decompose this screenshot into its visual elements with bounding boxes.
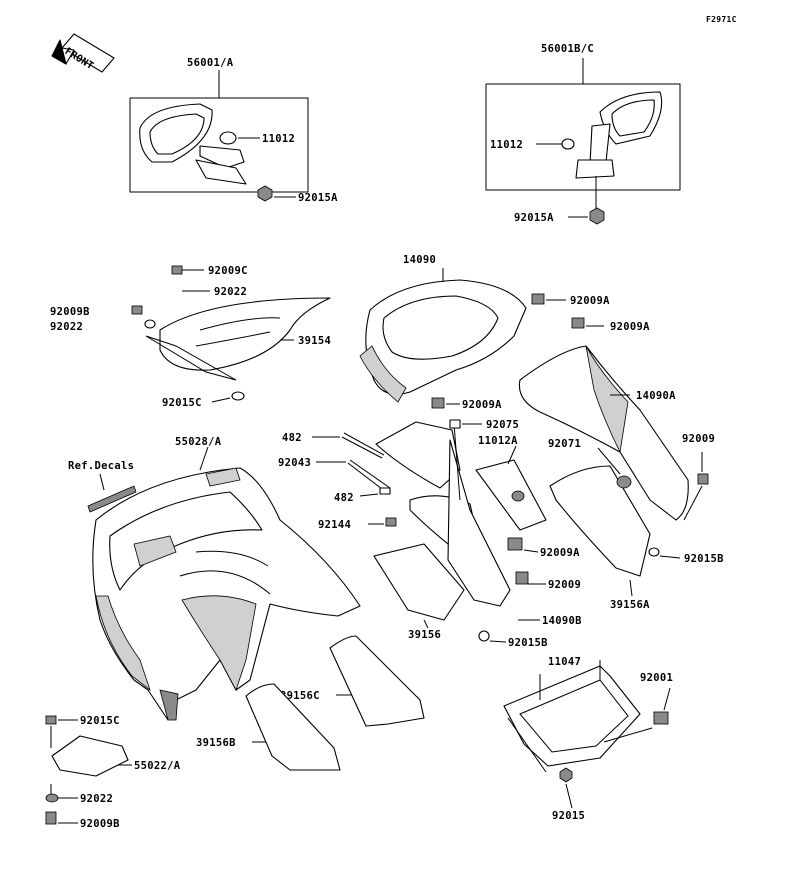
- clip-92071: [616, 475, 632, 489]
- screw-92009b-bot: [45, 811, 57, 825]
- label-92075: 92075: [486, 419, 519, 431]
- diagram-code: F2971C: [706, 15, 737, 24]
- screw-92009a-4: [507, 537, 523, 551]
- decal-strip: [87, 485, 137, 513]
- headlight-opening: [133, 535, 177, 567]
- side-panel-14090a: [518, 317, 689, 521]
- screw-92009-right: [697, 473, 709, 485]
- label-92009a-2: 92009A: [610, 321, 650, 333]
- spring-92144: [385, 517, 397, 527]
- pad-39156: [373, 543, 465, 621]
- label-92015a-right: 92015A: [514, 212, 554, 224]
- label-14090a: 14090A: [636, 390, 676, 402]
- label-92009a-3: 92009A: [462, 399, 502, 411]
- center-stay-group: [312, 397, 547, 643]
- screw-92009a-2: [571, 317, 585, 329]
- screw-92009c: [171, 265, 183, 275]
- label-92009a-1: 92009A: [570, 295, 610, 307]
- inner-panel-39156a: [549, 447, 709, 597]
- clip-92075: [449, 419, 461, 429]
- mirror-stem-left: [199, 145, 245, 169]
- label-482-top: 482: [282, 432, 302, 444]
- label-482-bot: 482: [334, 492, 354, 504]
- label-14090: 14090: [403, 254, 436, 266]
- label-92009-right: 92009: [682, 433, 715, 445]
- label-39156c: 39156C: [280, 690, 320, 702]
- label-92009b-bot: 92009B: [80, 818, 120, 830]
- nut-92015: [559, 767, 573, 783]
- label-92009b-top: 92009B: [50, 306, 90, 318]
- label-39156b: 39156B: [196, 737, 236, 749]
- cover-55022a: [45, 715, 132, 825]
- front-arrow-icon: FRONT: [51, 33, 115, 73]
- grommet-11012-right: [561, 138, 575, 150]
- label-92015: 92015: [552, 810, 585, 822]
- label-92015a-left: 92015A: [298, 192, 338, 204]
- ref-decals-label: Ref.Decals: [68, 460, 134, 472]
- label-56001a: 56001/A: [187, 57, 234, 69]
- mirror-assembly-left: [129, 70, 309, 202]
- label-92009a-4: 92009A: [540, 547, 580, 559]
- label-56001bc: 56001B/C: [541, 43, 594, 55]
- screw-92009b-top: [131, 305, 143, 315]
- bracket-upper: [375, 421, 461, 489]
- nut-92015b-mid: [478, 630, 490, 642]
- bolt-92001: [653, 711, 669, 725]
- nut-92015a-right: [589, 207, 605, 225]
- nut-92015a-left: [257, 185, 273, 202]
- mirror-stem-right: [589, 123, 611, 165]
- label-92144: 92144: [318, 519, 351, 531]
- label-92001: 92001: [640, 672, 673, 684]
- screw-92009-mid: [515, 571, 529, 585]
- label-55022a: 55022/A: [134, 760, 181, 772]
- label-39156: 39156: [408, 629, 441, 641]
- pad-11012a: [475, 459, 547, 531]
- mirror-assembly-right: [485, 58, 681, 225]
- label-92071: 92071: [548, 438, 581, 450]
- nut-92015c-top: [231, 391, 245, 401]
- label-92009-mid: 92009: [548, 579, 581, 591]
- label-11047: 11047: [548, 656, 581, 668]
- label-39154: 39154: [298, 335, 331, 347]
- windshield-39154: [131, 265, 331, 403]
- grommet-11012-left: [219, 131, 237, 145]
- stay-11047: [503, 660, 671, 809]
- label-92015c-top: 92015C: [162, 397, 202, 409]
- label-92022-bot: 92022: [80, 793, 113, 805]
- panel-14090b: [447, 439, 511, 607]
- label-92015b-mid: 92015B: [508, 637, 548, 649]
- label-92043: 92043: [278, 457, 311, 469]
- label-92022-left: 92022: [50, 321, 83, 333]
- label-11012a: 11012A: [478, 435, 518, 447]
- label-11012-right: 11012: [490, 139, 523, 151]
- meter-cover-14090: [359, 268, 566, 403]
- screw-92015c-bot: [45, 715, 57, 725]
- washer-92022-bot: [45, 793, 59, 803]
- washer-92022-left: [144, 319, 156, 329]
- screw-92009a-3: [431, 397, 445, 409]
- label-39156a: 39156A: [610, 599, 650, 611]
- upper-cowl-55028a: [92, 446, 361, 721]
- label-92015b-right: 92015B: [684, 553, 724, 565]
- label-14090b: 14090B: [542, 615, 582, 627]
- label-92015c-bot: 92015C: [80, 715, 120, 727]
- label-92022-top: 92022: [214, 286, 247, 298]
- label-55028a: 55028/A: [175, 436, 222, 448]
- pad-39156c: [329, 635, 425, 727]
- screw-92009a-1: [531, 293, 545, 305]
- label-11012-left: 11012: [262, 133, 295, 145]
- label-92009c: 92009C: [208, 265, 248, 277]
- nut-92015b-right: [648, 547, 660, 557]
- pad-39156b: [245, 683, 341, 771]
